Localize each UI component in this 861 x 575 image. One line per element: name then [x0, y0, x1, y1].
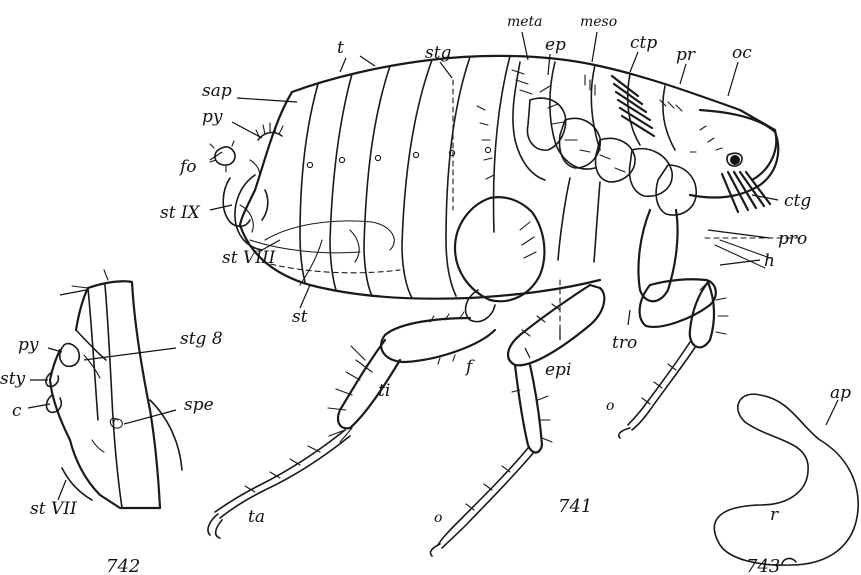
- tergite-bands: [300, 56, 510, 298]
- label-t: t: [337, 38, 344, 58]
- figure-number-742: 742: [106, 556, 140, 575]
- label-oc: oc: [732, 43, 752, 63]
- label-sap: sap: [202, 81, 232, 101]
- label-742-stg8: stg 8: [180, 329, 223, 349]
- label-742-st-vii: st VII: [30, 499, 77, 519]
- leader-lines-742: [28, 290, 176, 500]
- label-tro: tro: [612, 333, 637, 353]
- segment-outline: [88, 281, 160, 508]
- fore-leg: [619, 210, 770, 438]
- label-py: py: [202, 107, 223, 127]
- spermatheca-outline: [714, 394, 858, 565]
- label-742-spe: spe: [184, 395, 214, 415]
- label-meso: meso: [580, 14, 617, 30]
- terminal-segment-detail: [46, 270, 182, 508]
- label-epi: epi: [545, 360, 571, 380]
- dorsal-outline: [292, 56, 776, 180]
- posterior-outline: [240, 92, 292, 225]
- label-st: st: [292, 307, 308, 327]
- label-o-middle: o: [434, 510, 442, 526]
- label-742-sty: sty: [0, 369, 26, 389]
- flea-body: [208, 56, 800, 556]
- label-ta: ta: [248, 507, 265, 527]
- terminal-segments: [210, 123, 283, 250]
- label-ep: ep: [545, 35, 566, 55]
- label-meta: meta: [507, 14, 543, 30]
- eye-spot: [730, 155, 740, 165]
- label-st-ix: st IX: [160, 203, 201, 223]
- label-742-c: c: [12, 401, 22, 421]
- label-st-viii: st VIII: [222, 248, 276, 268]
- label-stg: stg: [425, 43, 452, 63]
- figure-number-743: 743: [746, 556, 780, 575]
- label-ti: ti: [378, 381, 390, 401]
- pronotal-comb: [612, 76, 654, 136]
- figure-number-741: 741: [558, 496, 592, 517]
- label-h: h: [764, 251, 775, 271]
- labels-741: t stg meta meso ep ctp pr oc sap py fo s…: [160, 14, 811, 527]
- label-pr: pr: [676, 45, 696, 65]
- label-742-py: py: [18, 335, 39, 355]
- ventral-outline: [240, 225, 600, 299]
- label-ctg: ctg: [784, 191, 811, 211]
- label-ctp: ctp: [630, 33, 657, 53]
- label-fo: fo: [178, 157, 197, 177]
- label-r: r: [770, 505, 779, 525]
- label-ap: ap: [830, 383, 851, 403]
- genal-comb: [722, 172, 770, 212]
- label-o-fore: o: [606, 398, 614, 414]
- label-pro: pro: [778, 229, 807, 249]
- label-f: f: [464, 357, 475, 377]
